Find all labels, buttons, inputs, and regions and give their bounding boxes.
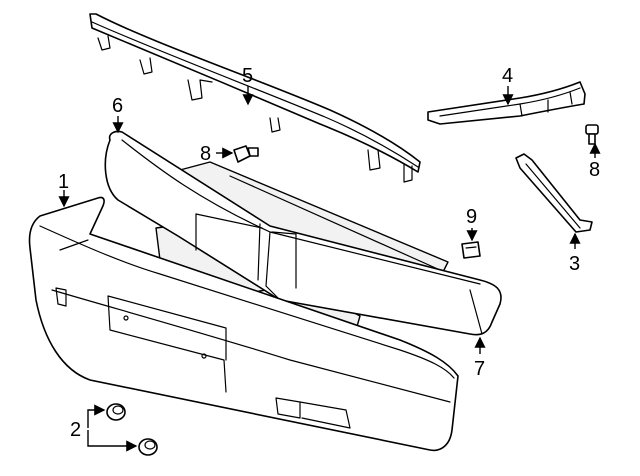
callout-8-right: 8 [589, 159, 600, 181]
bolt-center [233, 145, 259, 163]
callout-1: 1 [58, 171, 69, 193]
clip [461, 241, 481, 259]
leader-2b [87, 430, 138, 452]
callout-4: 4 [502, 65, 513, 87]
bolt-right [585, 124, 599, 145]
bumper-cover [28, 196, 459, 452]
callout-2: 2 [70, 419, 81, 441]
callout-8-center: 8 [200, 143, 211, 165]
leader-2a [87, 404, 106, 428]
callout-9: 9 [466, 206, 477, 228]
callout-3: 3 [569, 253, 580, 275]
reinforcement-bar [89, 13, 421, 183]
side-retainer [427, 81, 586, 125]
plug-upper [106, 403, 126, 421]
bracket [515, 153, 593, 233]
callout-7: 7 [474, 358, 485, 380]
callout-5: 5 [242, 65, 253, 87]
plug-lower [138, 438, 158, 456]
leader-lines [58, 86, 601, 452]
callout-6: 6 [112, 95, 123, 117]
callout-labels: 1 2 3 4 5 6 7 8 8 9 [58, 65, 600, 441]
